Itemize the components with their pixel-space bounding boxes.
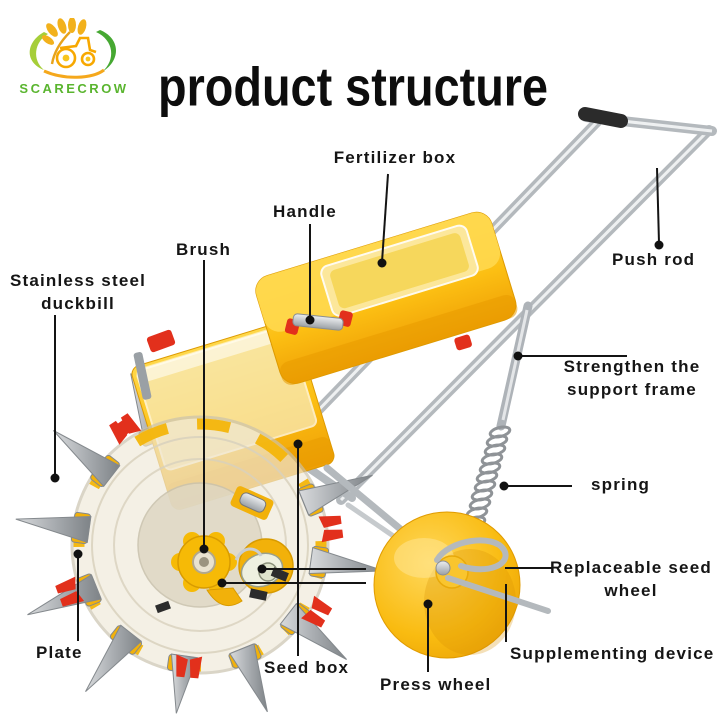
seed-box-bracket bbox=[133, 352, 152, 400]
red-clip bbox=[146, 329, 176, 353]
label-strengthen-support-frame: Strengthen the support frame bbox=[563, 357, 701, 399]
leader-dots bbox=[50, 240, 664, 609]
press-wheel-assembly bbox=[323, 464, 551, 659]
leader-lines bbox=[54, 167, 660, 672]
wheel-hub bbox=[155, 486, 294, 614]
label-plate: Plate bbox=[36, 643, 83, 662]
handle-grip bbox=[578, 107, 628, 128]
label-seed-box: Seed box bbox=[264, 658, 350, 677]
scarecrow-logo-icon bbox=[29, 17, 117, 79]
label-press-wheel: Press wheel bbox=[380, 675, 492, 694]
label-replaceable-seed-wheel: Replaceable seed wheel bbox=[550, 558, 712, 600]
seed-wheel-disc bbox=[70, 415, 330, 675]
support-frame-tube bbox=[496, 301, 533, 431]
supplementing-device bbox=[434, 537, 551, 614]
duckbill-spikes bbox=[15, 430, 385, 714]
plate-clips bbox=[55, 413, 344, 679]
label-stainless-steel-duckbill: Stainless steel duckbill bbox=[9, 271, 147, 313]
fertilizer-box bbox=[255, 211, 518, 385]
red-latch bbox=[454, 334, 472, 351]
brush-gear bbox=[171, 532, 237, 592]
label-brush: Brush bbox=[176, 240, 232, 259]
label-fertilizer-box: Fertilizer box bbox=[333, 148, 457, 167]
label-push-rod: Push rod bbox=[612, 250, 696, 269]
press-wheel bbox=[373, 511, 521, 659]
lid-handle bbox=[284, 310, 353, 335]
page-title: product structure bbox=[158, 57, 549, 118]
brand-logo: SCARECROW bbox=[14, 17, 134, 96]
label-handle: Handle bbox=[273, 202, 337, 221]
label-spring: spring bbox=[591, 475, 651, 494]
brand-name: SCARECROW bbox=[19, 81, 129, 96]
label-supplementing-device: Supplementing device bbox=[510, 644, 715, 663]
